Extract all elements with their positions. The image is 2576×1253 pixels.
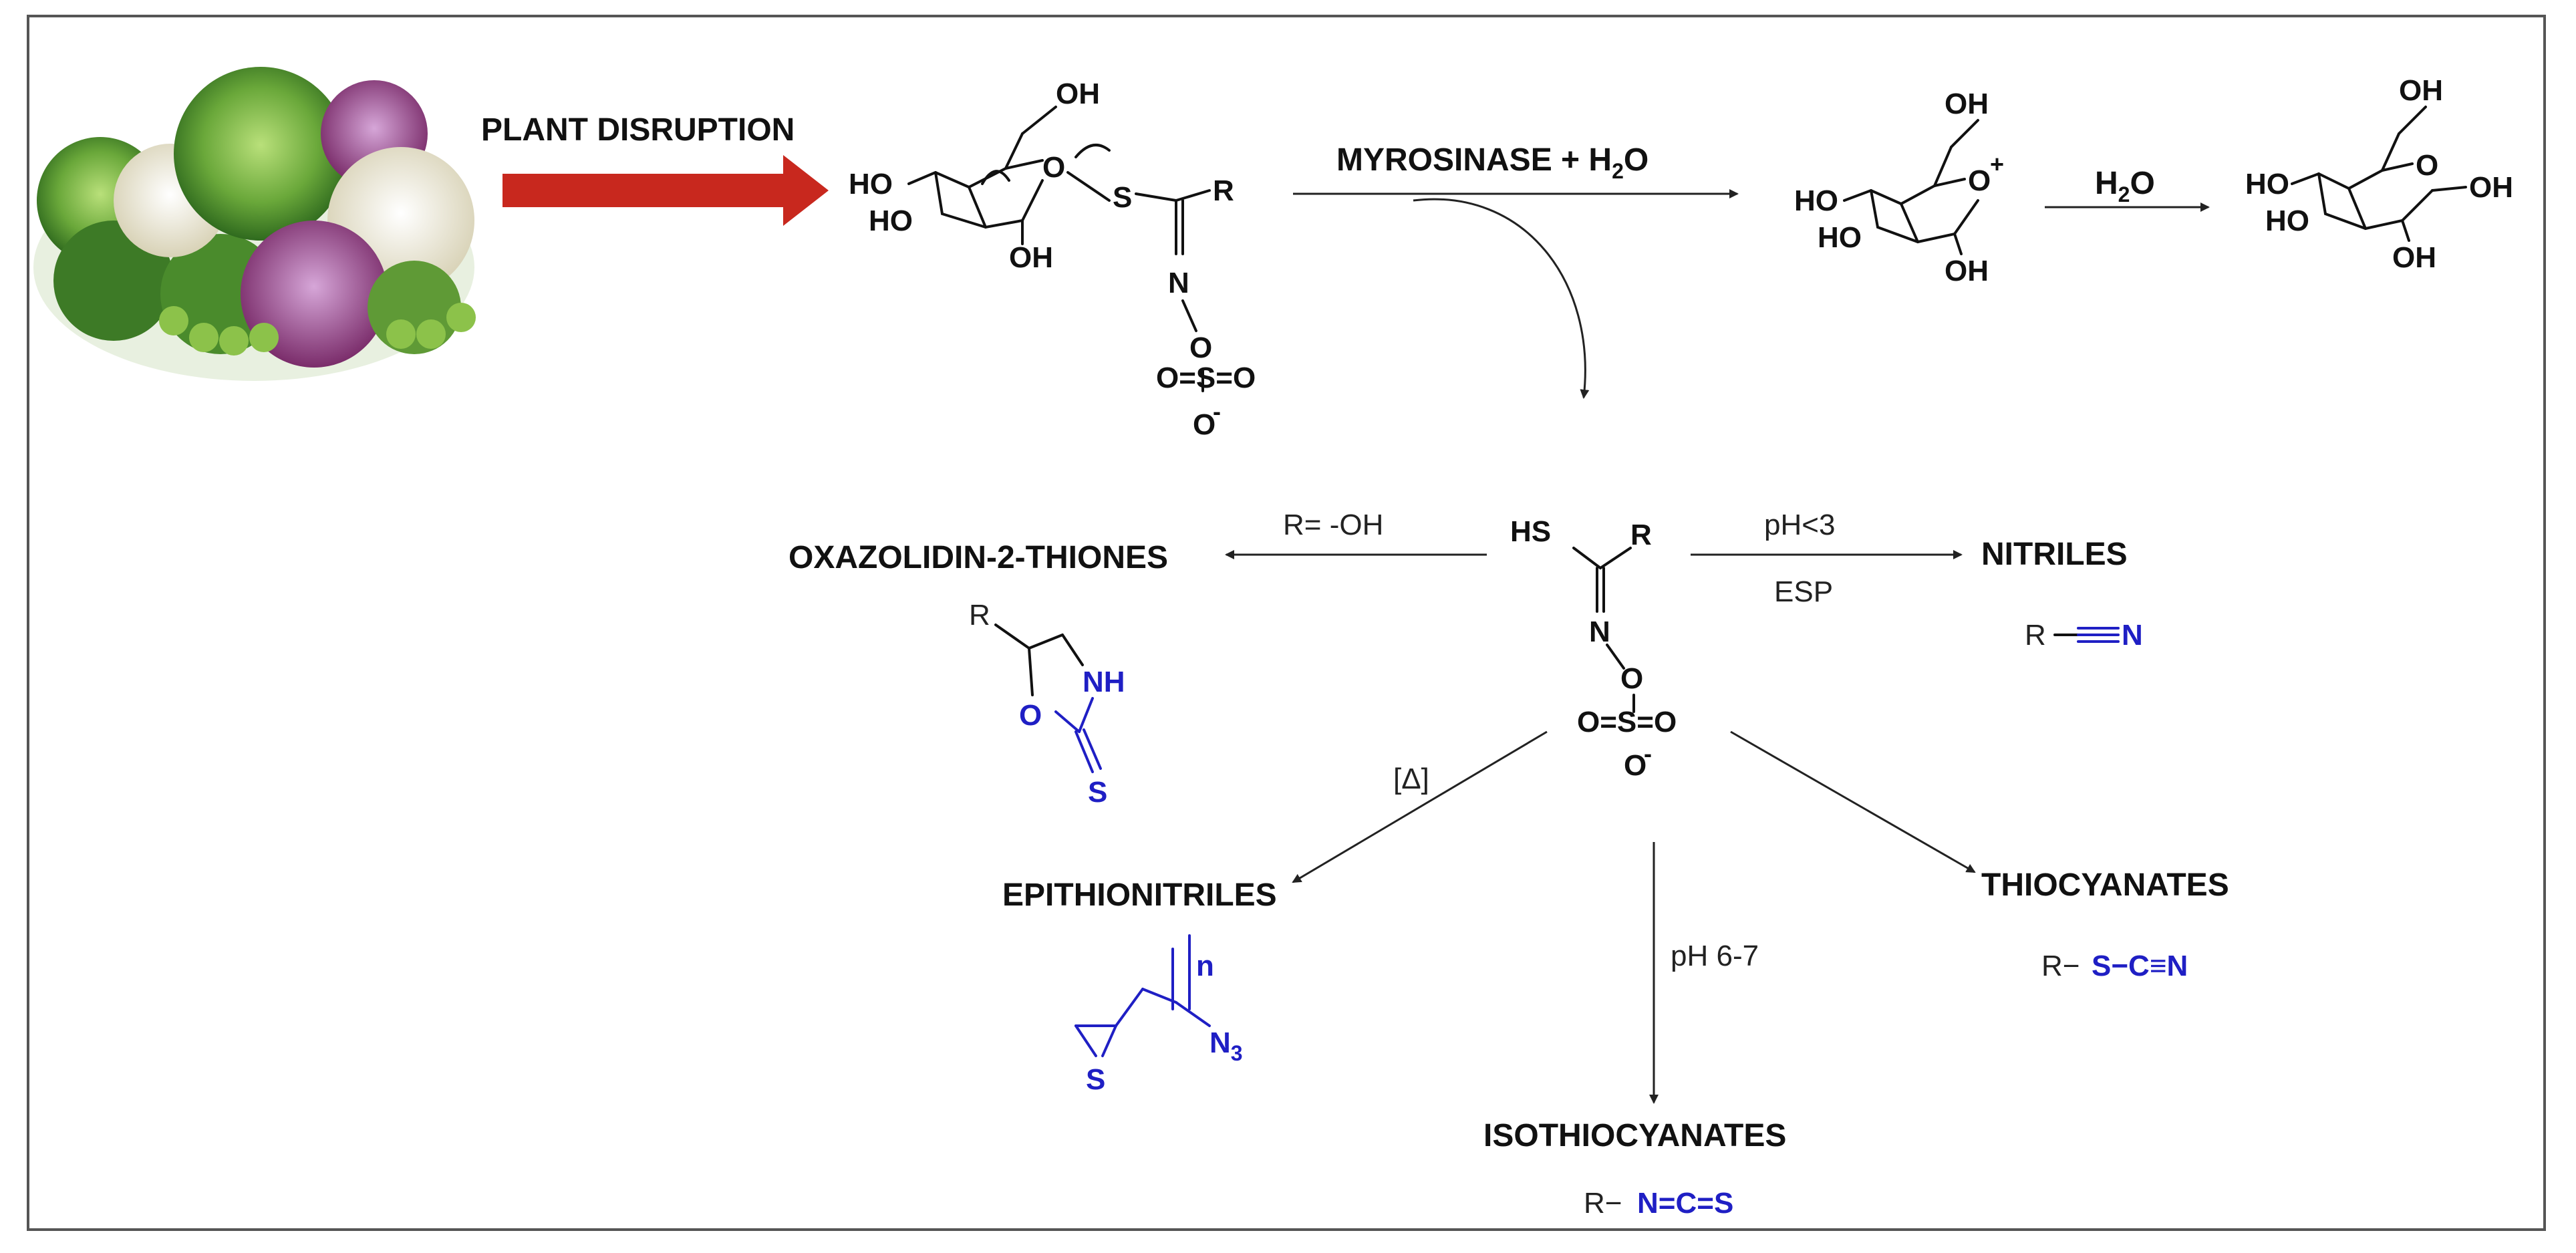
atom-nh: NH	[1083, 666, 1125, 698]
sulfate-group: O=S=O	[1156, 362, 1256, 394]
atom-oh: OH	[2469, 171, 2513, 204]
atom-oh: OH	[2392, 241, 2436, 274]
condition-esp: ESP	[1774, 575, 1833, 608]
atom-o: O	[1019, 699, 1042, 732]
atom-r: R	[1213, 174, 1234, 207]
condition-ph-6-7: pH 6-7	[1671, 940, 1759, 972]
atom-hs: HS	[1510, 515, 1551, 548]
glucosinolate-structure: OH O HO HO OH S R N O O=S=O O -	[849, 78, 1256, 441]
atom-ring-o: O	[1968, 164, 1991, 197]
condition-ph-lt3: pH<3	[1764, 509, 1835, 541]
charge-minus: -	[1644, 740, 1652, 767]
atom-n: N	[2122, 619, 2143, 652]
atom-r: R	[969, 599, 990, 632]
thiohydroximate-structure: HS R N O O=S=O O -	[1510, 515, 1677, 782]
figure-frame	[27, 15, 2546, 1231]
plant-disruption-label: PLANT DISRUPTION	[481, 112, 795, 148]
oxazolidine-label: OXAZOLIDIN-2-THIONES	[789, 540, 1168, 575]
atom-ring-o: O	[2416, 149, 2438, 182]
water-label: H2O	[2095, 166, 2155, 206]
atom-s: S	[1088, 776, 1107, 809]
atom-ho: HO	[1794, 184, 1838, 217]
atom-oh: OH	[1945, 88, 1989, 120]
thiocyanates-arrow	[1730, 730, 1976, 873]
atom-s: S	[1086, 1063, 1105, 1096]
atom-ho: HO	[2265, 204, 2309, 237]
atom-ho: HO	[1818, 221, 1862, 254]
thiocyanate-r: R−	[2041, 950, 2080, 982]
isothiocyanates-label: ISOTHIOCYANATES	[1483, 1118, 1786, 1153]
thiocyanates-label: THIOCYANATES	[1981, 867, 2229, 903]
oxazolidine-structure: R NH O S	[969, 599, 1125, 809]
atom-o: O	[1620, 662, 1643, 695]
plant-disruption-arrow	[503, 155, 829, 226]
atom-ho: HO	[849, 168, 893, 200]
azide-group: N3	[1209, 1026, 1243, 1065]
atom-ring-o: O	[1042, 151, 1065, 184]
nitrile-structure: R N	[2025, 619, 2143, 652]
atom-oh: OH	[2399, 74, 2443, 107]
atom-r: R	[2025, 619, 2046, 652]
atom-n: N	[1589, 615, 1610, 648]
epithionitriles-label: EPITHIONITRILES	[1002, 877, 1277, 913]
oxocarbenium-structure: OH O + HO HO OH	[1794, 88, 2004, 287]
atom-ho: HO	[2245, 168, 2289, 200]
vegetables-photo	[33, 67, 476, 381]
atom-r: R	[1630, 519, 1652, 551]
atom-oh: OH	[1945, 255, 1989, 287]
nitriles-label: NITRILES	[1981, 537, 2128, 572]
epithionitriles-arrow	[1292, 730, 1548, 883]
charge-minus: -	[1213, 398, 1221, 425]
atom-s: S	[1113, 181, 1132, 214]
aglycone-release-arrow	[1413, 198, 1590, 399]
atom-o: O	[1193, 408, 1215, 441]
condition-delta: [Δ]	[1393, 762, 1429, 795]
atom-o: O	[1624, 749, 1647, 782]
isothiocyanate-r: R−	[1584, 1187, 1622, 1220]
myrosinase-label: MYROSINASE + H2O	[1336, 142, 1649, 183]
thiocyanate-formula: S−C≡N	[2092, 950, 2188, 982]
charge-plus: +	[1990, 150, 2004, 178]
atom-ho: HO	[869, 204, 913, 237]
isothiocyanate-formula: N=C=S	[1637, 1187, 1733, 1220]
repeat-index-n: n	[1196, 950, 1214, 982]
condition-r-oh: R= -OH	[1283, 509, 1383, 541]
atom-n: N	[1168, 267, 1189, 299]
atom-oh: OH	[1056, 78, 1100, 110]
glucose-structure: OH O HO HO OH OH	[2245, 74, 2513, 274]
epithionitrile-structure: S n N3	[1075, 934, 1243, 1096]
atom-o: O	[1189, 331, 1212, 364]
atom-oh: OH	[1009, 241, 1053, 274]
sulfate-group: O=S=O	[1577, 706, 1677, 738]
